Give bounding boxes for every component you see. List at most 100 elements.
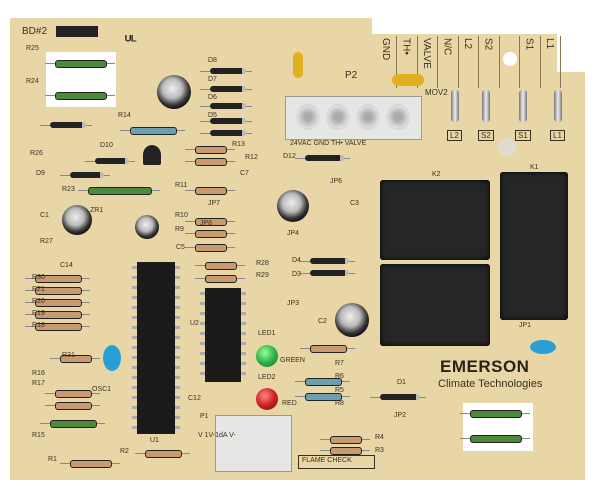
diode (210, 118, 246, 124)
resistor (330, 447, 362, 455)
ic-pin (132, 406, 137, 409)
mov1-varistor (293, 52, 303, 78)
resistor (205, 275, 237, 283)
ref-designator: R20 (32, 298, 45, 305)
u2-label: U2 (190, 320, 199, 327)
ic-pin (200, 332, 205, 335)
relay-label: K2 (432, 171, 441, 178)
ref-designator: R11 (175, 182, 188, 189)
ic-pin (200, 322, 205, 325)
resistor (195, 230, 227, 238)
resistor (35, 323, 82, 331)
led2-red (256, 388, 278, 410)
mov2-label: MOV2 (425, 88, 448, 97)
ic-pin (175, 266, 180, 269)
ic-pin (175, 336, 180, 339)
terminal-label (498, 36, 520, 88)
ic-pin (175, 346, 180, 349)
resistor (205, 262, 237, 270)
p2-pin (296, 104, 320, 130)
ic-pin (132, 296, 137, 299)
spade-terminal (451, 90, 459, 122)
terminal-label: GND (375, 36, 397, 88)
ref-designator: OSC1 (92, 386, 112, 393)
ic-pin (241, 322, 246, 325)
resistor (130, 127, 177, 135)
ref-designator: D9 (36, 170, 45, 177)
ref-designator: R25 (26, 45, 39, 52)
mounting-hole (503, 52, 517, 66)
brand-subtitle: Climate Technologies (438, 378, 543, 390)
terminal-label: L1 (539, 36, 561, 88)
jumper-label: JP7 (208, 200, 221, 207)
ref-designator: C1 (40, 212, 49, 219)
capacitor (277, 190, 309, 222)
ref-designator: R14 (118, 112, 131, 119)
diode (305, 155, 344, 161)
jumper-label: JP1 (519, 322, 532, 329)
p1-connector[interactable] (215, 415, 292, 472)
led1-label: LED1 (258, 330, 276, 337)
ref-designator: R21 (32, 286, 45, 293)
ic-pin (200, 302, 205, 305)
resistor (35, 299, 82, 307)
ref-designator: D4 (292, 257, 301, 264)
resistor (88, 187, 152, 195)
ic-pin (132, 306, 137, 309)
terminal-label: L2 (457, 36, 479, 88)
resistor (310, 345, 347, 353)
board-id-label: BD#2 (22, 26, 48, 37)
resistor (50, 420, 97, 428)
ref-designator: ZR1 (90, 207, 104, 214)
ic-pin (132, 416, 137, 419)
resistor (195, 244, 227, 252)
ic-pin (175, 426, 180, 429)
ref-designator: R18 (32, 322, 45, 329)
resistor (145, 450, 182, 458)
capacitor (157, 75, 191, 109)
spade-label: L2 (447, 130, 462, 141)
spade-terminal (482, 90, 490, 122)
ic-pin (175, 376, 180, 379)
ic-pin (175, 386, 180, 389)
ref-designator: C14 (60, 262, 73, 269)
ic-pin (200, 362, 205, 365)
spade-label: S2 (478, 130, 494, 141)
ref-designator: C12 (188, 395, 201, 402)
spade-label: L1 (550, 130, 565, 141)
ref-designator: R4 (375, 434, 384, 441)
ref-designator: D1 (397, 379, 406, 386)
resistor (35, 275, 82, 283)
ref-designator: D8 (208, 57, 217, 64)
ref-designator: R28 (256, 260, 269, 267)
transistor (143, 145, 161, 165)
ref-designator: R31 (62, 352, 75, 359)
ref-designator: R15 (32, 432, 45, 439)
ref-designator: D3 (292, 271, 301, 278)
resistor (195, 158, 227, 166)
p1-pin-labels: V 1V-1dA V- (198, 432, 236, 439)
ic-pin (132, 386, 137, 389)
jumper-label: JP3 (287, 300, 300, 307)
terminal-label: S2 (478, 36, 500, 88)
terminal-label: VALVE (416, 36, 438, 88)
ic-pin (200, 342, 205, 345)
resistor (55, 92, 107, 100)
resistor (70, 460, 112, 468)
resistor (55, 402, 92, 410)
ic-pin (175, 416, 180, 419)
ic-pin (175, 286, 180, 289)
ic-pin (241, 332, 246, 335)
diode (210, 86, 246, 92)
ic-pin (241, 342, 246, 345)
ref-designator: R2 (120, 448, 129, 455)
ic-pin (175, 316, 180, 319)
ic-pin (175, 406, 180, 409)
ic-pin (175, 396, 180, 399)
ic-pin (241, 312, 246, 315)
relay-k2 (380, 180, 490, 260)
ref-designator: C7 (240, 170, 249, 177)
terminal-label: N/C (437, 36, 459, 88)
ref-designator: R17 (32, 380, 45, 387)
